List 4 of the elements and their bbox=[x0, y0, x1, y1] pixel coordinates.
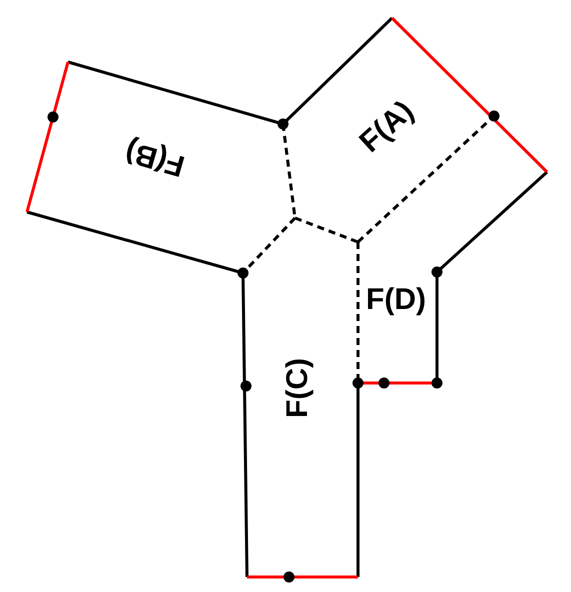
region-label: F(A) bbox=[354, 95, 420, 159]
region-label: F(B) bbox=[122, 134, 188, 182]
region-label: F(C) bbox=[282, 358, 314, 418]
region-label: F(D) bbox=[366, 284, 426, 316]
